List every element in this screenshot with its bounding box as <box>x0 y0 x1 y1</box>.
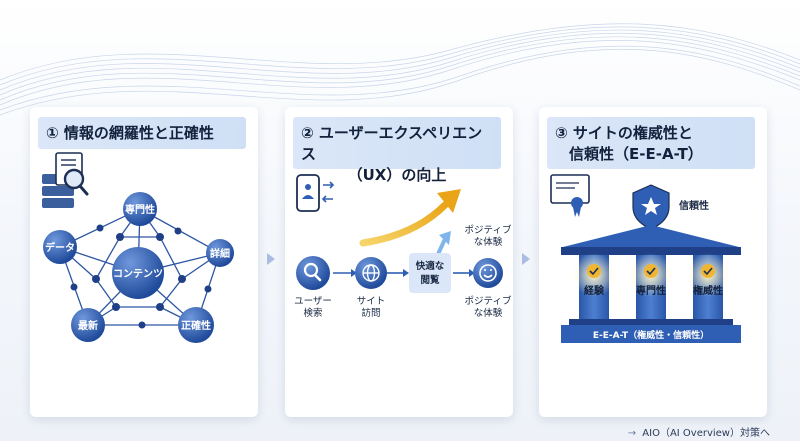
shield-star-icon <box>632 184 670 230</box>
step-arrow-icon <box>522 253 530 265</box>
card3-title-line1: ③ サイトの権威性と <box>555 124 693 142</box>
eeat-temple-diagram: 信頼性 経験 専門性 権威性 E-E-A-T（権威性・信頼 <box>550 174 741 343</box>
card-authority-trust: ③ サイトの権威性と 信頼性（E-E-A-T） <box>539 107 767 417</box>
card3-title: ③ サイトの権威性と 信頼性（E-E-A-T） <box>547 117 755 169</box>
pillar-authority: 権威性 <box>686 253 730 319</box>
card2-title: ② ユーザーエクスペリエンス （UX）の向上 <box>293 117 501 184</box>
step2-line2: 訪問 <box>361 307 380 319</box>
browsing-step: 快適な 閲覧 <box>409 253 451 293</box>
smiley-icon <box>479 264 497 282</box>
node-center: コンテンツ <box>112 247 164 299</box>
card-coverage-accuracy: ① 情報の網羅性と正確性 <box>30 107 258 417</box>
node-left-label: データ <box>45 241 75 254</box>
card-user-experience: ② ユーザーエクスペリエンス （UX）の向上 <box>285 107 513 417</box>
base-label: E-E-A-T（権威性・信頼性） <box>593 329 709 341</box>
card3-title-line2: 信頼性（E-E-A-T） <box>569 145 703 163</box>
result-top-line2: な体験 <box>474 236 503 248</box>
next-step-label: AIO（AI Overview）対策へ <box>642 428 770 439</box>
pillar-label-1: 経験 <box>584 284 605 297</box>
step2-line1: サイト <box>357 296 386 307</box>
node-top-label: 専門性 <box>125 203 155 216</box>
temple-base <box>561 325 741 343</box>
growth-arrow-head <box>437 189 461 213</box>
pillar-label-3: 権威性 <box>693 284 723 297</box>
result-bottom-line2: な体験 <box>474 307 503 319</box>
node-bottom-right-label: 正確性 <box>181 319 211 332</box>
pillar-experience: 経験 <box>572 253 616 319</box>
step-arrow-icon <box>267 253 275 265</box>
shield-label: 信頼性 <box>679 199 709 212</box>
site-visit-step: サイト 訪問 <box>355 257 387 319</box>
pillar-label-2: 専門性 <box>636 284 666 297</box>
step1-line2: 検索 <box>303 307 322 319</box>
positive-result: ポジティブ な体験 ポジティブ な体験 <box>465 224 512 319</box>
content-network-diagram: コンテンツ 専門性 データ 詳細 最新 正確性 <box>42 152 234 343</box>
node-right: 詳細 <box>206 239 234 267</box>
node-center-label: コンテンツ <box>113 268 163 280</box>
globe-icon <box>362 264 380 282</box>
card2-title-line2: （UX）の向上 <box>347 166 447 184</box>
step3-line2: 閲覧 <box>420 274 440 286</box>
node-bottom-right: 正確性 <box>178 307 214 343</box>
card1-title: ① 情報の網羅性と正確性 <box>38 117 246 149</box>
next-step-link[interactable]: → AIO（AI Overview）対策へ <box>628 424 770 439</box>
search-step: ユーザー 検索 <box>294 256 332 319</box>
certificate-icon <box>550 174 590 217</box>
arrow-right-icon: → <box>627 428 637 439</box>
ux-flow-diagram: ユーザー 検索 サイト 訪問 快適な 閲覧 ポジティブ な体験 <box>294 174 512 319</box>
step1-line1: ユーザー <box>294 296 332 307</box>
growth-arrow <box>359 201 449 247</box>
result-top-line1: ポジティブ <box>465 224 512 236</box>
pillar-expertise: 専門性 <box>629 253 673 319</box>
search-icon <box>303 262 319 278</box>
node-bottom-left: 最新 <box>71 308 105 342</box>
card2-title-line1: ② ユーザーエクスペリエンス <box>301 124 483 163</box>
node-bottom-left-label: 最新 <box>78 319 98 332</box>
node-left: データ <box>43 230 77 264</box>
node-right-label: 詳細 <box>210 247 230 260</box>
node-top: 専門性 <box>123 192 157 226</box>
smartphone-user-icon <box>296 174 335 212</box>
step3-line1: 快適な <box>416 260 445 272</box>
document-search-icon <box>42 152 89 208</box>
result-bottom-line1: ポジティブ <box>465 295 512 307</box>
